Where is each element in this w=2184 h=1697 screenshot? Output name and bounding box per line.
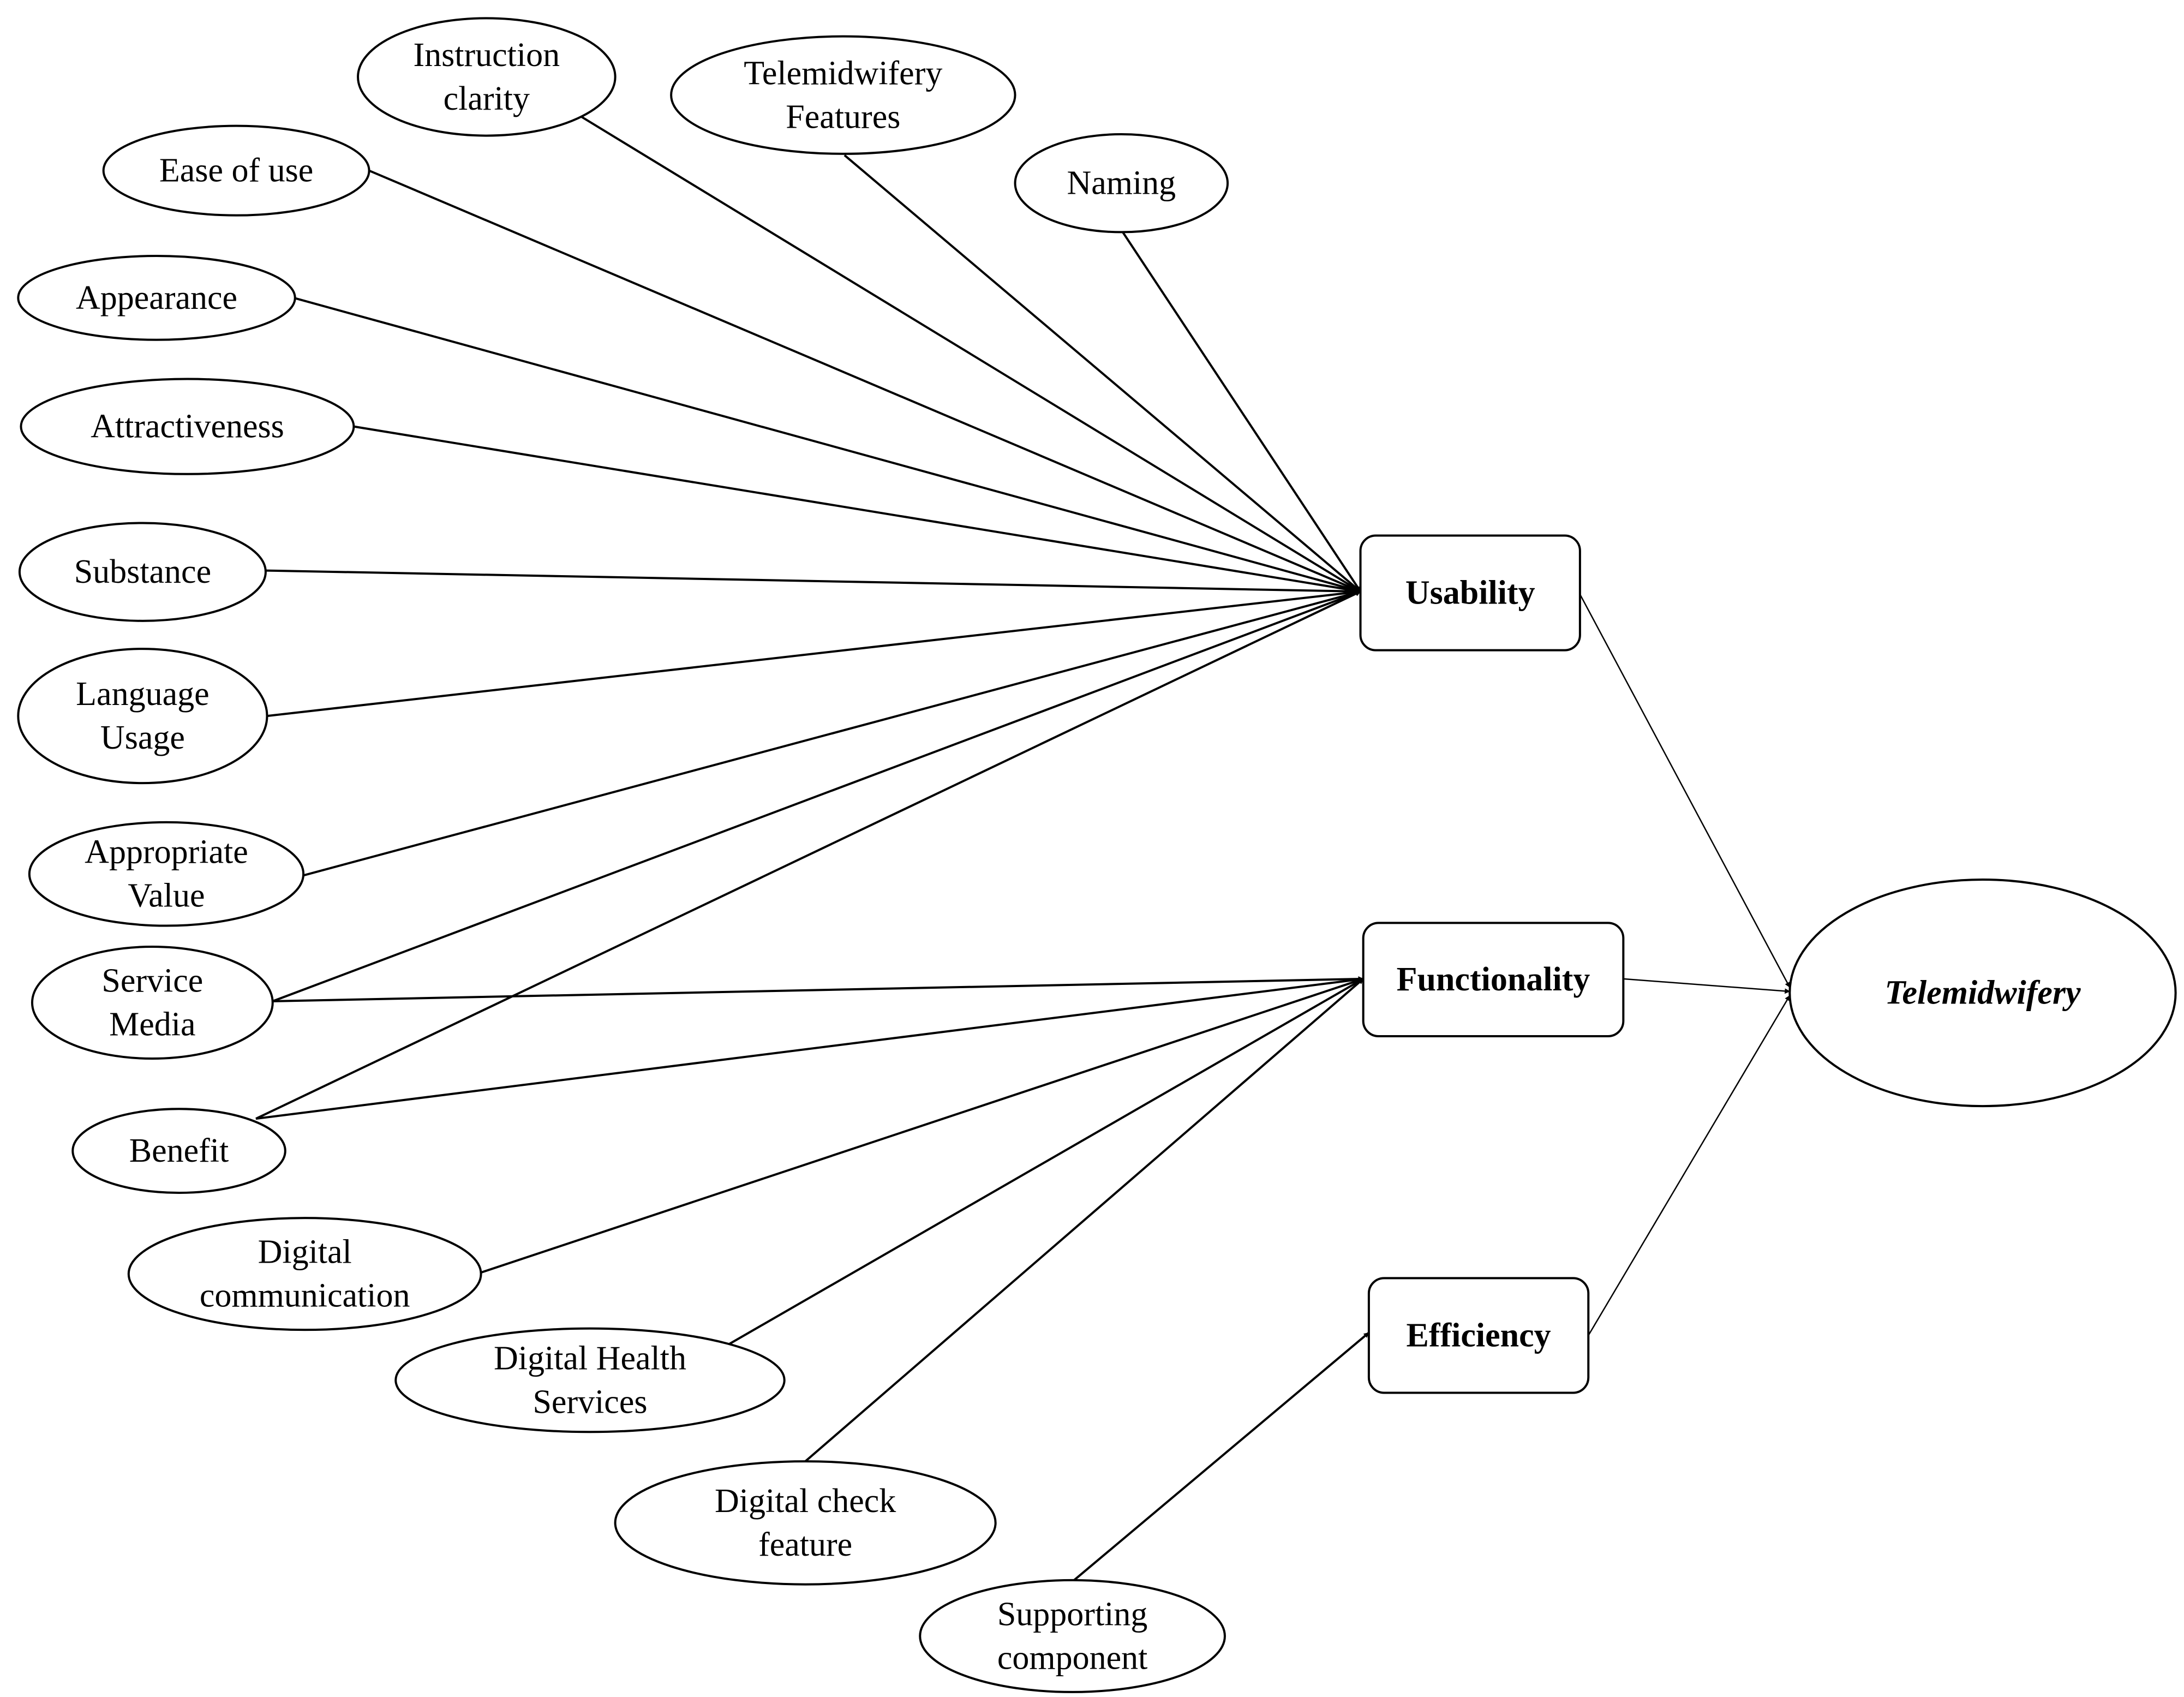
edge-digital-communication-to-functionality [480,978,1364,1274]
factor-ellipse-language-usage [17,648,268,785]
edge-usability-to-telemidwifery [1579,594,1791,988]
factor-node-substance: Substance [18,522,267,622]
edge-efficiency-to-telemidwifery [1588,995,1791,1336]
factor-benefit-label-line-1: Benefit [129,1132,229,1169]
factor-ellipse-digital-health-services [394,1327,786,1433]
edge-functionality-to-telemidwifery [1623,978,1791,994]
factor-ellipse-telemidwifery-features [670,35,1016,155]
edge-substance-to-usability [265,569,1361,594]
factor-ellipse-attractiveness [20,378,355,475]
dimension-label-efficiency: Efficiency [1407,1317,1551,1354]
factor-ease-of-use-label-line-1: Ease of use [159,152,313,189]
dimension-box-usability [1359,534,1581,652]
factor-language-usage-label-line-1: Language [76,676,209,713]
factor-service-media-label-line-1: Service [101,962,203,999]
factor-ellipse-digital-check-feature [614,1460,997,1586]
factor-node-supporting-component: Supporting component [919,1579,1226,1693]
edge-appearance-to-usability [293,296,1361,593]
edge-service-media-to-functionality [272,976,1364,1002]
edges-layer [255,115,1791,1582]
factor-substance-label-line-1: Substance [74,553,211,590]
factor-digital-health-services-label-line-2: Services [532,1383,647,1420]
factor-ellipse-naming [1014,133,1229,234]
edge-supporting-component-to-efficiency [1072,1331,1370,1582]
factor-naming-label-line-1: Naming [1067,165,1176,202]
factor-digital-check-feature-label-line-2: feature [758,1526,852,1563]
edge-benefit-to-functionality [255,977,1364,1120]
dimension-node-functionality: Functionality [1362,922,1625,1037]
outcome-ellipse [1788,878,2177,1108]
factor-node-ease-of-use: Ease of use [102,124,370,217]
factor-digital-check-feature-label-line-1: Digital check [715,1483,896,1520]
factor-ellipse-digital-communication [127,1217,482,1331]
edge-benefit-to-usability [255,590,1361,1120]
factor-appropriate-value-label-line-2: Value [128,877,205,915]
factor-node-digital-check-feature: Digital check feature [614,1460,997,1586]
edge-service-media-to-usability [272,590,1361,1002]
dimension-label-functionality: Functionality [1397,961,1590,998]
edge-instruction-clarity-to-usability [579,115,1361,593]
factor-ellipse-benefit [71,1108,286,1194]
edge-appropriate-value-to-usability [303,590,1361,877]
factor-node-digital-communication: Digital communication [127,1217,482,1331]
edge-telemidwifery-features-to-usability [843,154,1361,593]
factor-digital-communication-label-line-1: Digital [258,1234,352,1271]
dimension-box-functionality [1362,922,1625,1037]
factor-appropriate-value-label-line-1: Appropriate [85,834,248,871]
factor-supporting-component-label-line-2: component [997,1639,1148,1676]
factor-language-usage-label-line-2: Usage [100,719,185,756]
factor-digital-communication-label-line-2: communication [200,1277,410,1314]
factor-ellipse-supporting-component [919,1579,1226,1693]
dimension-node-efficiency: Efficiency [1367,1277,1590,1394]
dimension-box-efficiency [1367,1277,1590,1394]
edge-attractiveness-to-usability [354,425,1361,594]
factor-service-media-label-line-2: Media [109,1006,195,1043]
factor-node-attractiveness: Attractiveness [20,378,355,475]
factor-instruction-clarity-label-line-2: clarity [444,80,530,117]
dimension-label-usability: Usability [1405,575,1535,612]
factor-node-appearance: Appearance [17,254,296,341]
outcome-label: Telemidwifery [1884,975,2081,1012]
factor-attractiveness-label-line-1: Attractiveness [91,408,284,445]
dimension-node-usability: Usability [1359,534,1581,652]
edge-language-usage-to-usability [267,589,1361,718]
factor-node-benefit: Benefit [71,1108,286,1194]
factor-supporting-component-label-line-1: Supporting [997,1596,1148,1633]
factor-ellipse-substance [18,522,267,622]
nodes-layer: InstructionclarityTelemidwiferyFeaturesN… [17,17,2177,1693]
factor-instruction-clarity-label-line-1: Instruction [414,37,560,74]
factor-appearance-label-line-1: Appearance [76,279,237,316]
factor-digital-health-services-label-line-1: Digital Health [494,1340,686,1377]
factor-ellipse-ease-of-use [102,124,370,217]
factor-ellipse-appropriate-value [28,821,305,927]
outcome-node-telemidwifery: Telemidwifery [1788,878,2177,1108]
factor-node-naming: Naming [1014,133,1229,234]
factor-ellipse-appearance [17,254,296,341]
factor-telemidwifery-features-label-line-2: Features [786,98,900,135]
edge-digital-check-feature-to-functionality [804,978,1364,1462]
factor-ellipse-instruction-clarity [357,17,617,137]
factor-ellipse-service-media [31,945,274,1060]
factor-node-instruction-clarity: Instruction clarity [357,17,617,137]
factor-telemidwifery-features-label-line-1: Telemidwifery [744,55,942,92]
edge-digital-health-services-to-functionality [726,978,1364,1347]
edge-ease-of-use-to-usability [368,169,1361,593]
edge-naming-to-usability [1122,231,1362,593]
